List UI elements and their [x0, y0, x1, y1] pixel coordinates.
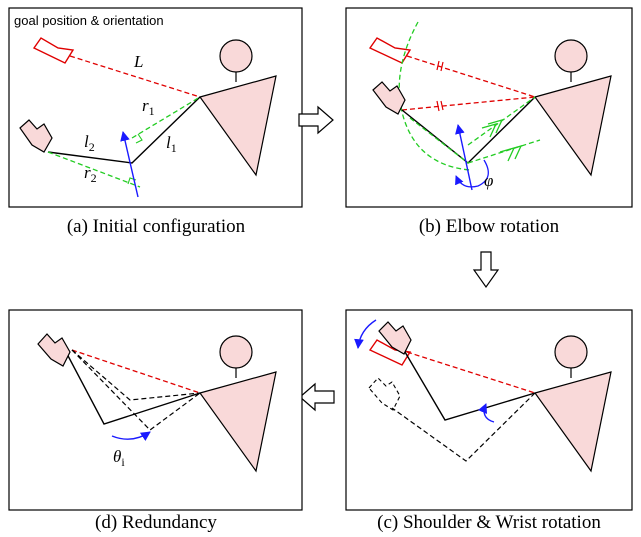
hand-gripper	[19, 119, 53, 153]
goal-gripper	[32, 37, 75, 64]
green-arrow-1	[481, 118, 504, 138]
alternate-arm-2	[71, 349, 201, 431]
wrist-rotation-arrow	[354, 319, 377, 349]
caption-d: (d) Redundancy	[95, 512, 217, 533]
label-l1: l1	[166, 133, 177, 155]
head	[219, 335, 253, 369]
caption-c: (c) Shoulder & Wrist rotation	[377, 512, 601, 533]
goal-distance-line	[71, 349, 201, 394]
arrow-c-to-d	[299, 382, 335, 412]
label-theta: θi	[113, 447, 125, 469]
arm	[404, 351, 536, 421]
elbow-axis	[120, 131, 139, 198]
previous-gripper	[368, 377, 401, 411]
torso	[199, 371, 277, 473]
head	[219, 39, 253, 73]
caption-b: (b) Elbow rotation	[419, 216, 560, 237]
arm	[47, 96, 201, 164]
rotation-arc	[455, 159, 489, 188]
head	[554, 335, 588, 369]
label-l2: l2	[84, 132, 95, 154]
panel-b: φ	[345, 7, 633, 208]
r1-line	[131, 96, 201, 139]
alternate-arm-1	[71, 349, 201, 401]
goal-label: goal position & orientation	[14, 13, 164, 28]
torso	[534, 371, 612, 473]
equal-tick-2	[436, 100, 444, 112]
label-r2: r2	[84, 163, 97, 185]
redundancy-rotation-arrow	[111, 431, 151, 441]
head	[554, 39, 588, 73]
shoulder-rotation-arrow	[478, 403, 495, 423]
torso	[199, 75, 277, 177]
elbow-axis	[455, 124, 473, 191]
panel-c	[345, 309, 633, 511]
elbow-arc	[398, 21, 471, 171]
hand-gripper	[37, 333, 71, 367]
hand-distance-line	[401, 96, 536, 111]
goal-distance-line	[406, 351, 536, 394]
r2-line	[47, 151, 141, 188]
right-angle-1	[135, 133, 143, 144]
previous-arm	[391, 392, 536, 462]
hand-gripper	[372, 81, 406, 115]
green-arrow-2	[499, 144, 523, 162]
arm	[65, 351, 201, 425]
hand-gripper	[378, 321, 412, 355]
arrow-a-to-b	[298, 105, 334, 135]
goal-distance-line	[406, 55, 536, 98]
label-phi: φ	[484, 171, 493, 190]
panel-a: goal position & orientation L r1 l1 l2 r…	[8, 7, 303, 208]
label-L: L	[133, 52, 143, 71]
torso	[534, 75, 612, 177]
r-line-2	[467, 139, 541, 164]
goal-gripper	[368, 37, 412, 64]
r-line-3	[409, 117, 469, 164]
arrow-b-to-c	[472, 251, 500, 289]
caption-a: (a) Initial configuration	[67, 216, 246, 237]
panel-d: θi	[8, 309, 303, 511]
goal-distance-line	[69, 55, 201, 98]
equal-tick-1	[436, 60, 444, 72]
label-r1: r1	[142, 96, 155, 118]
